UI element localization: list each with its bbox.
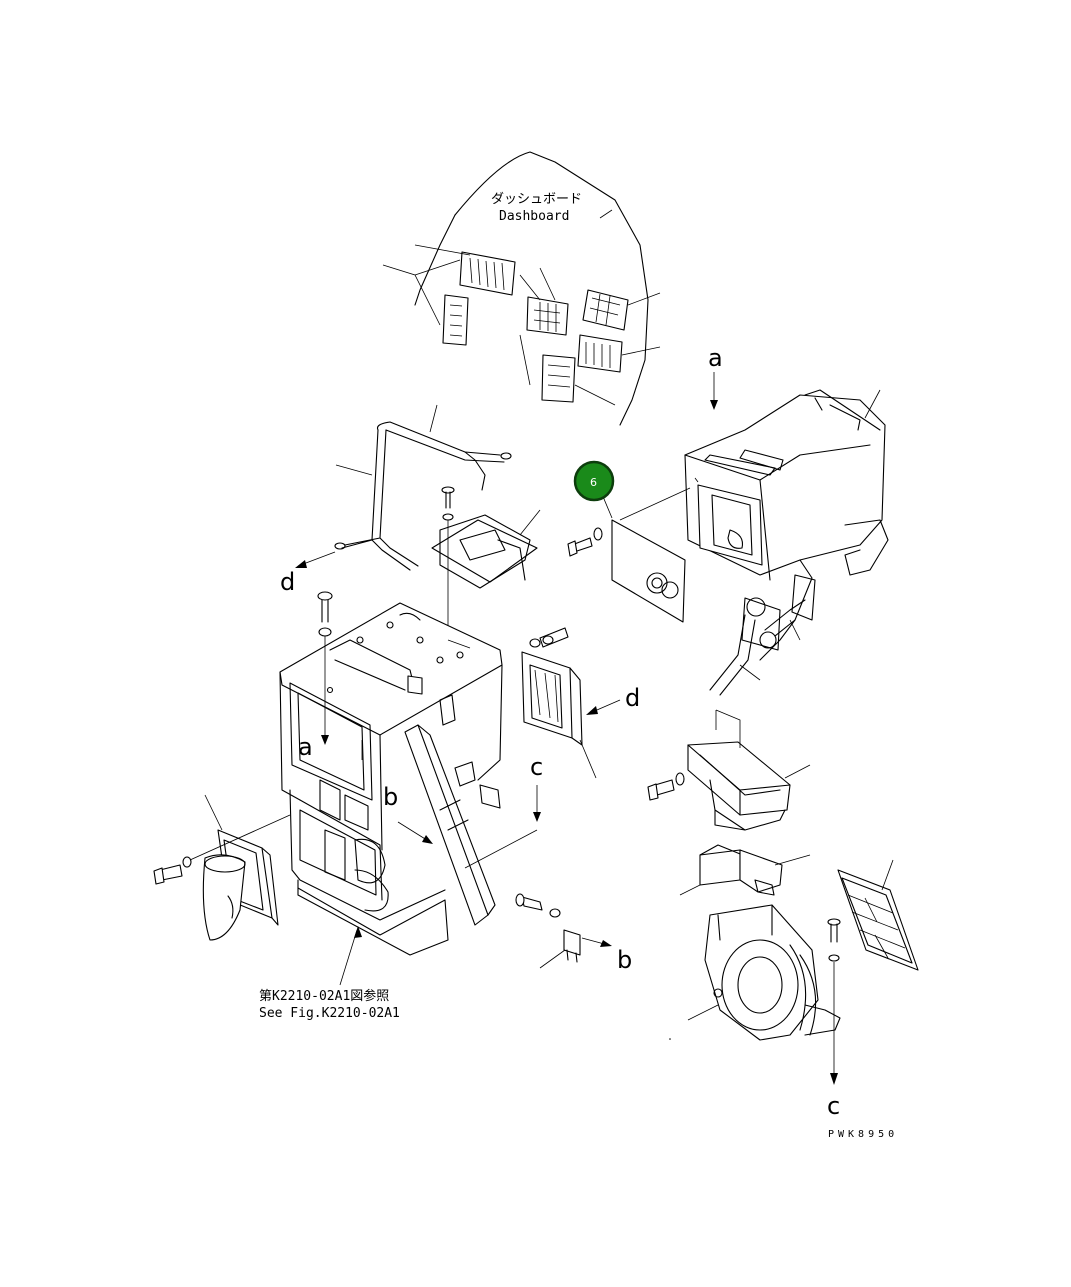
arrow-a-left-label: a (298, 733, 313, 761)
dashboard-vent-6 (442, 294, 469, 346)
dashboard-label-en: Dashboard (499, 209, 569, 224)
heater-unit: a (684, 344, 889, 696)
dashboard-label-jp: ダッシュボード (491, 192, 582, 207)
floor-duct (647, 709, 811, 831)
arrow-a-top-label: a (708, 344, 723, 372)
callout-circle[interactable] (573, 460, 615, 502)
dashboard-vent-5 (541, 354, 576, 403)
dashboard-vent-2 (526, 296, 569, 336)
cover-plate (567, 467, 699, 623)
vent-duct: d (521, 651, 640, 779)
reference-jp: 第K2210-02A1図参照 (259, 988, 389, 1004)
small-bracket: b (515, 893, 632, 974)
arrow-d-right-label: d (625, 684, 640, 712)
arrow-d-top-label: d (280, 568, 295, 596)
air-filter (837, 859, 919, 971)
reference-en: See Fig.K2210-02A1 (259, 1006, 400, 1021)
arrow-c-mid-label: c (530, 753, 543, 781)
arrow-b-mid-label: b (383, 783, 398, 811)
blower-bolt: c (827, 918, 841, 1120)
blower-fan (669, 904, 841, 1041)
arrow-b-bottom-label: b (617, 946, 632, 974)
control-bracket (431, 486, 541, 640)
main-frame: a b c (279, 591, 569, 986)
cable-assembly: d (280, 404, 512, 596)
callout-6[interactable]: 6 (573, 460, 615, 502)
air-inlet (153, 794, 291, 941)
dashboard-vent-3 (582, 289, 629, 331)
arrow-c-bottom-label: c (827, 1092, 840, 1120)
dashboard-vent-1 (459, 251, 516, 296)
drawing-code: PWK8950 (828, 1129, 898, 1140)
blower-mount (679, 844, 811, 896)
dashboard-vent-4 (577, 334, 623, 373)
dashboard-panel: ダッシュボード Dashboard (382, 151, 661, 426)
callout-number: 6 (590, 476, 597, 489)
